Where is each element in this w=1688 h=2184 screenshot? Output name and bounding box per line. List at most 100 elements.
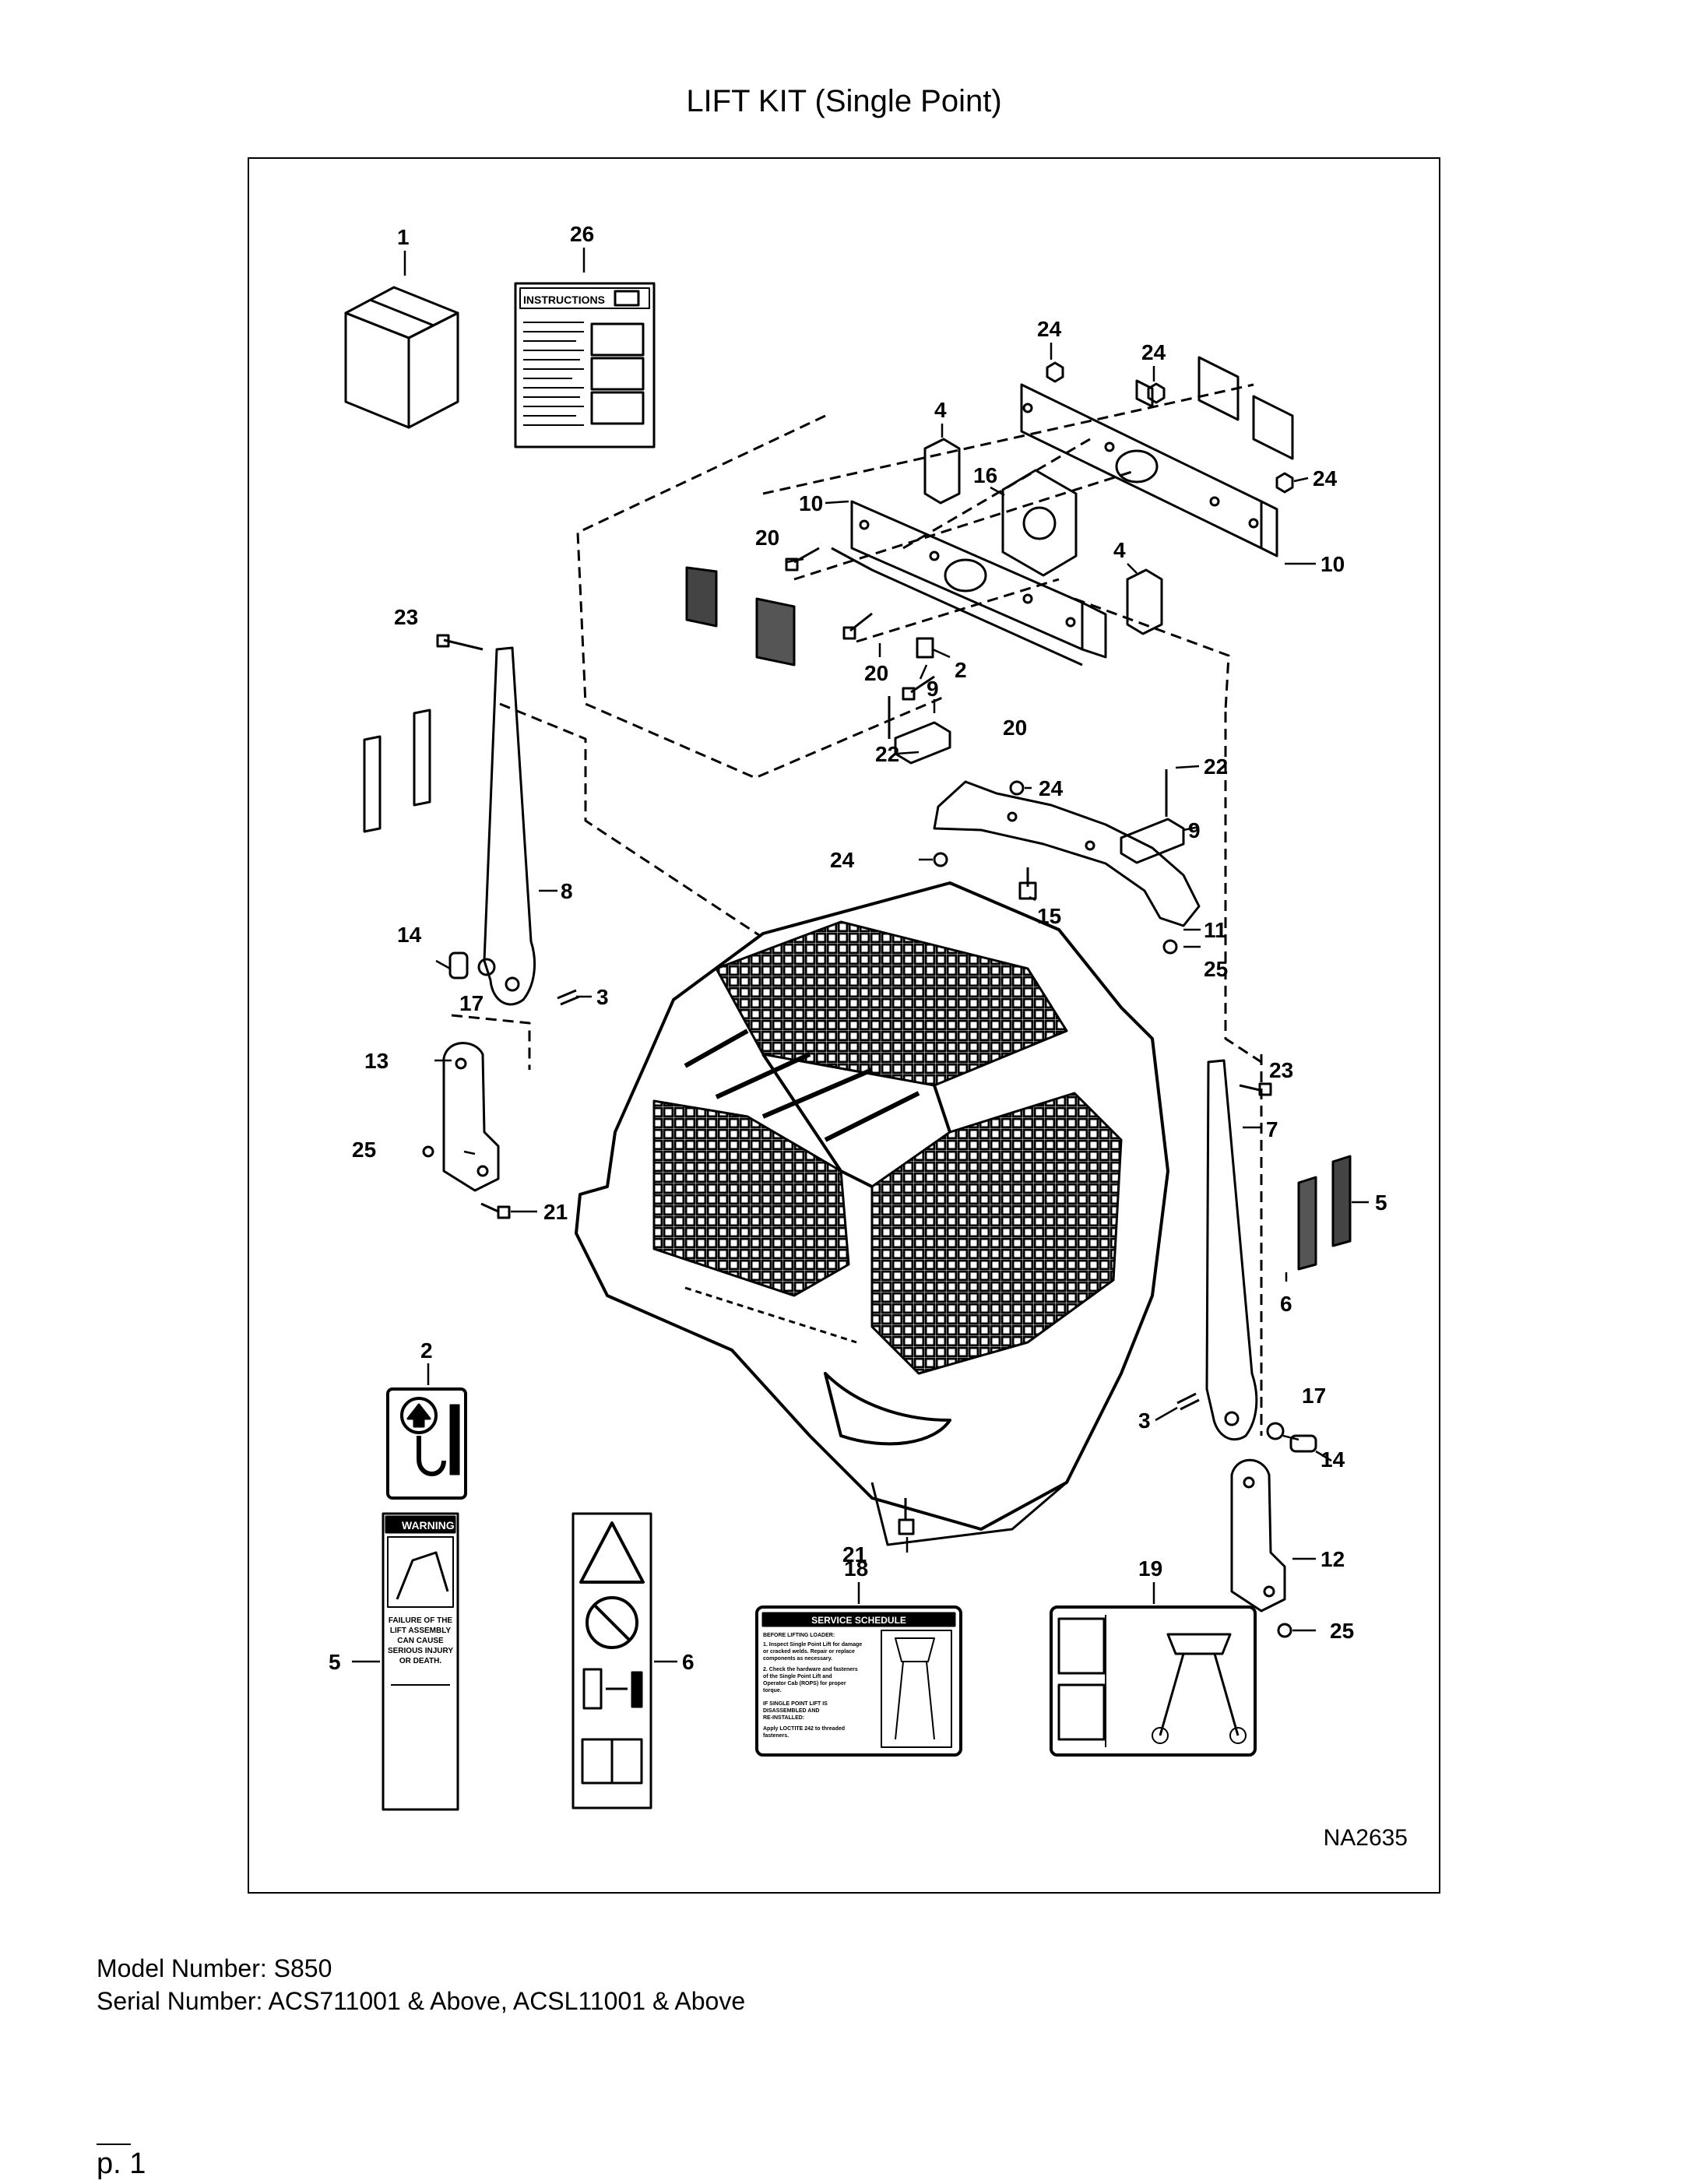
svg-text:torque.: torque.	[763, 1688, 782, 1693]
callout: 7	[1266, 1117, 1278, 1141]
callout: 6	[682, 1650, 695, 1674]
right-bracket-part	[1230, 1458, 1292, 1638]
right-lift-arm-part	[1205, 1059, 1272, 1441]
side-decal-part	[685, 566, 796, 666]
svg-text:2. Check the hardware and fast: 2. Check the hardware and fasteners	[763, 1667, 858, 1672]
callout: 14	[397, 923, 422, 947]
svg-text:or cracked welds. Repair or re: or cracked welds. Repair or replace	[763, 1649, 855, 1655]
callout: 20	[755, 526, 779, 550]
spacer-block-part	[923, 438, 1163, 635]
svg-text:CAN CAUSE: CAN CAUSE	[397, 1637, 444, 1645]
callout: 2	[955, 658, 967, 682]
footer-info: Model Number: S850 Serial Number: ACS711…	[97, 1952, 745, 2017]
callout: 20	[864, 661, 888, 685]
lift-diagram-decal	[1050, 1605, 1257, 1757]
callout: 1	[397, 225, 410, 249]
callout: 20	[1003, 716, 1027, 740]
exploded-parts-diagram: 1 26 24 24 24 4 4 16 10 10 20 20 20 2 9 …	[248, 157, 1440, 1894]
loader-cab-drawing	[575, 881, 1169, 1546]
callout: 21	[842, 1542, 867, 1567]
callout: 4	[1113, 538, 1126, 562]
serial-number: Serial Number: ACS711001 & Above, ACSL11…	[97, 1987, 746, 2015]
bolt-part	[898, 1518, 915, 1535]
callout: 17	[1302, 1384, 1326, 1408]
nut-part	[1046, 361, 1294, 494]
cross-bar-part	[933, 780, 1201, 927]
safety-symbols-decal	[571, 1512, 652, 1809]
hoist-decal-small	[916, 637, 934, 659]
left-lift-arm-part	[483, 646, 536, 1006]
lower-beam-part	[831, 500, 1107, 666]
diagram-drawing: 1 26 24 24 24 4 4 16 10 10 20 20 20 2 9 …	[329, 222, 1387, 1811]
callout: 24	[1313, 466, 1338, 491]
page-number: p. 1	[97, 2147, 146, 2180]
callout: 10	[799, 491, 823, 515]
warning-decal	[382, 1512, 459, 1811]
svg-text:LIFT ASSEMBLY: LIFT ASSEMBLY	[390, 1627, 451, 1635]
callout: 24	[1039, 776, 1064, 800]
bolt-part	[436, 634, 484, 651]
assembly-outline	[451, 383, 1263, 1436]
mount-plate-part	[1001, 469, 1078, 577]
nut-part	[1162, 939, 1178, 955]
callout: 24	[1141, 340, 1166, 364]
callout: 19	[1138, 1556, 1162, 1581]
svg-text:BEFORE LIFTING LOADER:: BEFORE LIFTING LOADER:	[763, 1633, 835, 1638]
callout: 9	[927, 677, 939, 701]
callout: 25	[352, 1138, 376, 1162]
callout-numbers: 1 26 24 24 24 4 4 16 10 10 20 20 20 2 9 …	[329, 222, 1387, 1674]
hoist-point-decal	[386, 1387, 467, 1500]
callout: 9	[1188, 818, 1201, 842]
callout: 24	[1037, 317, 1062, 341]
callout: 22	[1204, 754, 1228, 779]
callout: 23	[1269, 1058, 1293, 1082]
callout: 4	[934, 398, 947, 422]
callout: 8	[561, 879, 573, 903]
upper-beam-part	[1020, 383, 1278, 557]
svg-text:Operator Cab (ROPS) for proper: Operator Cab (ROPS) for proper	[763, 1681, 846, 1686]
callout: 25	[1204, 957, 1228, 981]
arm-decal-part	[363, 709, 431, 833]
callout: 24	[830, 848, 855, 872]
svg-text:of the Single Point Lift and: of the Single Point Lift and	[763, 1674, 832, 1679]
callout: 14	[1321, 1447, 1345, 1472]
warning-text: FAILURE OF THE LIFT ASSEMBLY CAN CAUSE S…	[388, 1616, 453, 1665]
callout: 12	[1321, 1547, 1345, 1571]
pin-part	[1176, 1392, 1317, 1453]
svg-text:IF SINGLE POINT LIFT IS: IF SINGLE POINT LIFT IS	[763, 1701, 828, 1707]
figure-id: NA2635	[1323, 1825, 1408, 1851]
callout: 26	[570, 222, 594, 246]
svg-text:FAILURE OF THE: FAILURE OF THE	[389, 1616, 453, 1625]
small-decal-part	[1135, 356, 1294, 460]
callout: 22	[875, 742, 899, 766]
callout: 3	[1138, 1409, 1151, 1433]
svg-text:SERIOUS INJURY: SERIOUS INJURY	[388, 1647, 453, 1655]
callout: 23	[394, 605, 418, 629]
callout: 11	[1204, 918, 1227, 942]
center-bolt-part	[1018, 867, 1037, 900]
svg-text:components as necessary.: components as necessary.	[763, 1656, 832, 1662]
callout: 10	[1321, 552, 1345, 576]
nut-part	[1009, 780, 1025, 796]
warning-label: WARNING	[402, 1519, 455, 1532]
callout: 6	[1280, 1292, 1292, 1316]
left-bracket-part	[422, 1042, 511, 1219]
callout: 5	[1375, 1190, 1387, 1215]
callout: 25	[1330, 1619, 1354, 1643]
page-title: LIFT KIT (Single Point)	[686, 84, 1002, 118]
callout: 13	[364, 1049, 389, 1073]
callout: 3	[596, 985, 609, 1009]
callout: 17	[459, 991, 484, 1015]
instructions-label: INSTRUCTIONS	[523, 294, 605, 306]
bolt-part	[785, 547, 935, 701]
svg-text:fasteners.: fasteners.	[763, 1733, 789, 1739]
callout: 21	[543, 1200, 568, 1224]
arm-decal-part	[1297, 1155, 1352, 1271]
kit-box-part	[344, 286, 459, 429]
clamp-block-part	[888, 696, 1185, 864]
callout: 18	[844, 1556, 868, 1581]
page-rule	[97, 2144, 131, 2145]
nut-part	[933, 852, 948, 867]
service-schedule-text: BEFORE LIFTING LOADER: 1. Inspect Single…	[763, 1633, 862, 1739]
pin-part	[448, 951, 580, 1006]
